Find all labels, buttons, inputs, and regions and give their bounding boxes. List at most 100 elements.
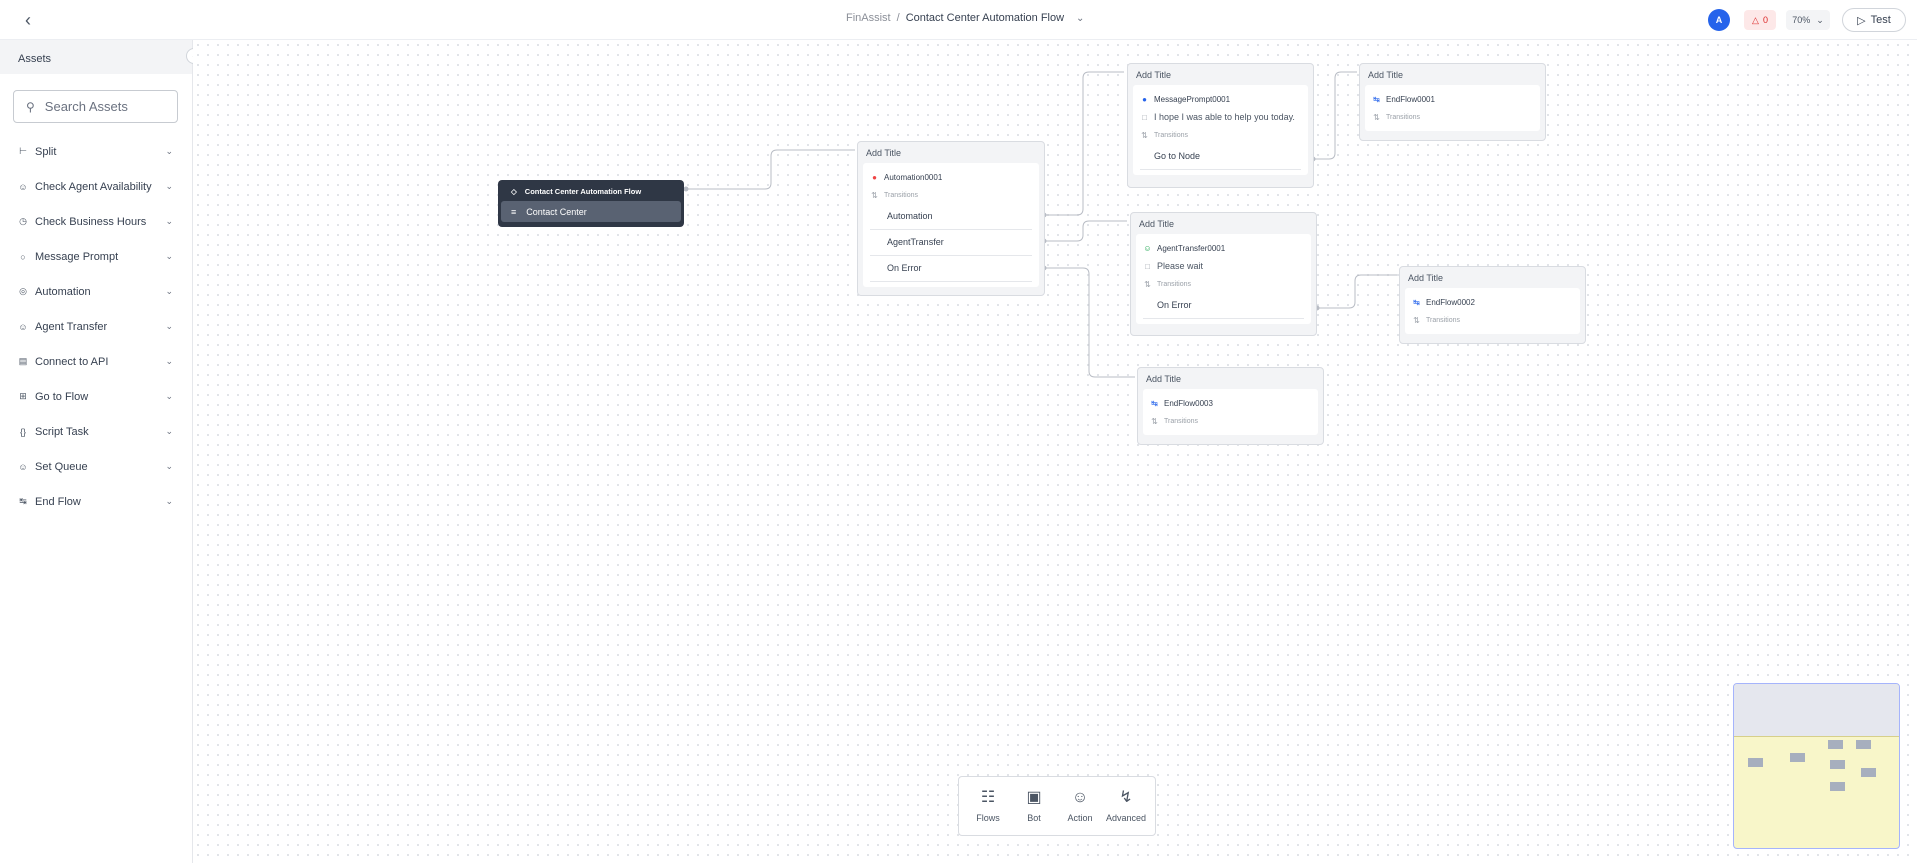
node-name: MessagePrompt0001 (1154, 94, 1231, 104)
end-flow-node-1[interactable]: Add Title ↹ EndFlow0001 ⇅ Transitions (1359, 63, 1546, 141)
asset-label: End Flow (35, 495, 81, 508)
asset-label: Check Agent Availability (35, 180, 152, 193)
node-title[interactable]: Add Title (1136, 70, 1172, 80)
toolbar-flows[interactable]: ☷Flows (967, 789, 1009, 823)
minimap[interactable] (1733, 683, 1900, 849)
transitions-icon: ⇅ (871, 190, 878, 200)
minimap-node (1856, 740, 1871, 749)
start-node[interactable]: ◇Contact Center Automation Flow ≡Contact… (498, 180, 684, 227)
transition-item[interactable]: On Error (1143, 293, 1304, 319)
asset-item-end-flow[interactable]: ↹End Flow⌄ (0, 484, 193, 519)
chevron-down-icon[interactable]: ⌄ (165, 251, 173, 261)
node-title[interactable]: Add Title (1139, 219, 1175, 229)
minimap-node (1830, 760, 1845, 769)
search-box[interactable]: ⚲ (13, 90, 178, 123)
chevron-down-icon[interactable]: ⌄ (165, 286, 173, 296)
minimap-node (1748, 758, 1763, 767)
queue-icon: ☺ (18, 461, 28, 472)
action-users-icon: ☺ (1071, 789, 1089, 806)
node-name: AgentTransfer0001 (1157, 243, 1226, 253)
end-flow-icon: ↹ (1373, 94, 1380, 104)
breadcrumb-separator: / (896, 12, 900, 24)
search-input[interactable] (44, 99, 165, 114)
message-icon: □ (1142, 112, 1147, 122)
transition-item[interactable]: AgentTransfer (870, 230, 1032, 256)
back-arrow-icon[interactable]: ‹ (25, 10, 31, 30)
minimap-viewport[interactable] (1734, 684, 1899, 737)
script-braces-icon: {} (19, 426, 26, 437)
warning-badge[interactable]: △ 0 (1744, 10, 1776, 30)
toolbar-advanced[interactable]: ↯Advanced (1105, 789, 1147, 823)
transition-item[interactable]: Automation (870, 204, 1032, 230)
zoom-select[interactable]: 70% ⌄ (1786, 10, 1830, 30)
node-title[interactable]: Add Title (866, 148, 902, 158)
asset-item-check-business-hours[interactable]: ◷Check Business Hours⌄ (0, 204, 193, 239)
asset-item-check-agent-availability[interactable]: ☺Check Agent Availability⌄ (0, 169, 193, 204)
end-flow-node-2[interactable]: Add Title ↹EndFlow0002 ⇅Transitions (1399, 266, 1586, 344)
play-icon: ▷ (1857, 14, 1866, 27)
asset-list: ⊢Split⌄ ☺ Check Agent Availability ⌄ ◷Chec… (0, 134, 193, 519)
start-node-title: Contact Center Automation Flow (524, 187, 642, 196)
asset-item-set-queue[interactable]: ☺ Set Queue ⌄ (0, 449, 193, 484)
transitions-icon: ⇅ (1141, 130, 1148, 140)
node-name: EndFlow0003 (1164, 398, 1213, 408)
transitions-label: Transitions (1426, 316, 1460, 324)
chevron-down-icon[interactable]: ⌄ (165, 321, 173, 331)
chevron-down-icon[interactable]: ⌄ (165, 356, 173, 366)
end-flow-icon: ↹ (1413, 297, 1420, 307)
transition-item[interactable]: Go to Node (1140, 144, 1301, 170)
asset-item-split[interactable]: ⊢Split⌄ (0, 134, 193, 169)
flow-canvas[interactable] (193, 40, 1917, 863)
transitions-label: Transitions (1154, 131, 1188, 139)
node-title[interactable]: Add Title (1408, 273, 1444, 283)
asset-label: Script Task (35, 425, 89, 438)
transitions-label: Transitions (1386, 113, 1420, 121)
transitions-label: Transitions (884, 191, 918, 199)
end-flow-icon: ↹ (1151, 398, 1158, 408)
lightning-icon: ↯ (1119, 789, 1133, 806)
chevron-down-icon[interactable]: ⌄ (1076, 12, 1085, 24)
asset-item-go-to-flow[interactable]: ⊞Go to Flow⌄ (0, 379, 193, 414)
breadcrumb-app[interactable]: FinAssist (846, 12, 891, 24)
transitions-label: Transitions (1157, 280, 1191, 288)
api-icon: ▤ (18, 356, 28, 366)
asset-item-agent-transfer[interactable]: ☺Agent Transfer⌄ (0, 309, 193, 344)
diamond-icon: ◇ (511, 187, 517, 196)
chevron-down-icon[interactable]: ⌄ (165, 461, 173, 471)
node-title[interactable]: Add Title (1368, 70, 1404, 80)
asset-item-automation[interactable]: ◎Automation⌄ (0, 274, 193, 309)
chat-bubble-icon: ○ (20, 251, 26, 262)
go-to-flow-icon: ⊞ (19, 391, 27, 401)
message-icon: □ (1145, 261, 1150, 271)
transitions-icon: ⇅ (1373, 112, 1380, 122)
chevron-down-icon[interactable]: ⌄ (165, 181, 173, 191)
node-title[interactable]: Add Title (1146, 374, 1182, 384)
chevron-down-icon[interactable]: ⌄ (165, 146, 173, 156)
test-button[interactable]: ▷ Test (1842, 8, 1906, 32)
flows-icon: ☷ (980, 789, 996, 806)
node-name: Automation0001 (884, 172, 943, 182)
node-name: EndFlow0001 (1386, 94, 1435, 104)
message-text: Please wait (1157, 261, 1204, 271)
agent-transfer-icon: ☺ (18, 321, 28, 332)
toolbar-bot[interactable]: ▣Bot (1013, 789, 1055, 823)
agent-transfer-node[interactable]: Add Title ☺AgentTransfer0001 □Please wai… (1130, 212, 1317, 336)
message-prompt-node[interactable]: Add Title ●MessagePrompt0001 □I hope I w… (1127, 63, 1314, 188)
chevron-down-icon[interactable]: ⌄ (165, 391, 173, 401)
avatar[interactable]: A (1708, 9, 1730, 31)
asset-label: Connect to API (35, 355, 109, 368)
transition-item[interactable]: On Error (870, 256, 1032, 282)
minimap-node (1861, 768, 1876, 777)
asset-item-message-prompt[interactable]: ○Message Prompt⌄ (0, 239, 193, 274)
asset-item-connect-to-api[interactable]: ▤ Connect to API ⌄ (0, 344, 193, 379)
transitions-label: Transitions (1164, 417, 1198, 425)
asset-item-script-task[interactable]: {} Script Task ⌄ (0, 414, 193, 449)
chevron-down-icon[interactable]: ⌄ (165, 426, 173, 436)
asset-label: Set Queue (35, 460, 88, 473)
chevron-down-icon[interactable]: ⌄ (165, 216, 173, 226)
automation-node[interactable]: Add Title ●Automation0001 ⇅Transitions A… (857, 141, 1045, 296)
automation-icon: ◎ (19, 286, 27, 296)
toolbar-action[interactable]: ☺Action (1059, 789, 1101, 823)
chevron-down-icon[interactable]: ⌄ (165, 496, 173, 506)
end-flow-node-3[interactable]: Add Title ↹EndFlow0003 ⇅Transitions (1137, 367, 1324, 445)
